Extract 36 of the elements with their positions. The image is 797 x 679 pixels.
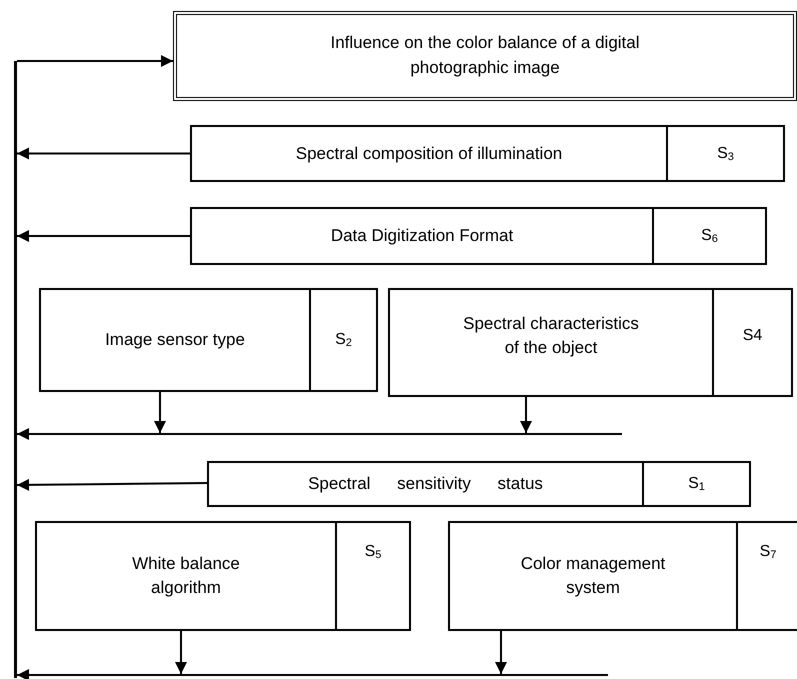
factor-label: Spectral composition of illumination bbox=[296, 142, 562, 165]
arrow bbox=[175, 631, 187, 674]
factor-box bbox=[190, 125, 785, 182]
title-text: Influence on the color balance of a digital photographic image bbox=[329, 32, 641, 79]
symbol-label: S$_{5}$ bbox=[364, 543, 382, 561]
bus-line bbox=[30, 674, 608, 676]
symbol-label: S$_{3}$ bbox=[717, 144, 734, 162]
factor-box bbox=[39, 288, 378, 392]
factor-label: Spectral sensitivity status bbox=[308, 473, 543, 496]
factor-label: Color management system bbox=[520, 553, 666, 599]
symbol-label: S$_{7}$ bbox=[760, 543, 776, 561]
symbol-label: S$_{2}$ bbox=[335, 331, 352, 349]
factor-label: Spectral characteristics of the object bbox=[462, 312, 640, 358]
factor-box bbox=[190, 207, 767, 265]
symbol-label: S4 bbox=[742, 326, 762, 344]
factor-label: Data Digitization Format bbox=[330, 225, 514, 248]
symbol-label: S$_{1}$ bbox=[688, 475, 705, 493]
arrow bbox=[495, 631, 507, 674]
factor-box bbox=[388, 288, 793, 397]
arrow bbox=[17, 55, 173, 67]
factor-box bbox=[35, 521, 411, 631]
result-box bbox=[173, 11, 797, 101]
factor-label: Image sensor type bbox=[105, 329, 245, 352]
arrow bbox=[17, 428, 30, 440]
arrow bbox=[17, 669, 30, 679]
bus-line bbox=[14, 61, 17, 678]
factor-label: White balance algorithm bbox=[131, 553, 241, 599]
arrow bbox=[17, 230, 190, 242]
symbol-label: S$_{6}$ bbox=[701, 227, 718, 245]
bus-line bbox=[30, 433, 622, 435]
arrow bbox=[520, 397, 532, 433]
arrow bbox=[17, 148, 190, 160]
factor-box bbox=[207, 461, 751, 507]
factor-box bbox=[448, 521, 797, 631]
arrow bbox=[154, 392, 166, 433]
arrow bbox=[17, 478, 207, 491]
